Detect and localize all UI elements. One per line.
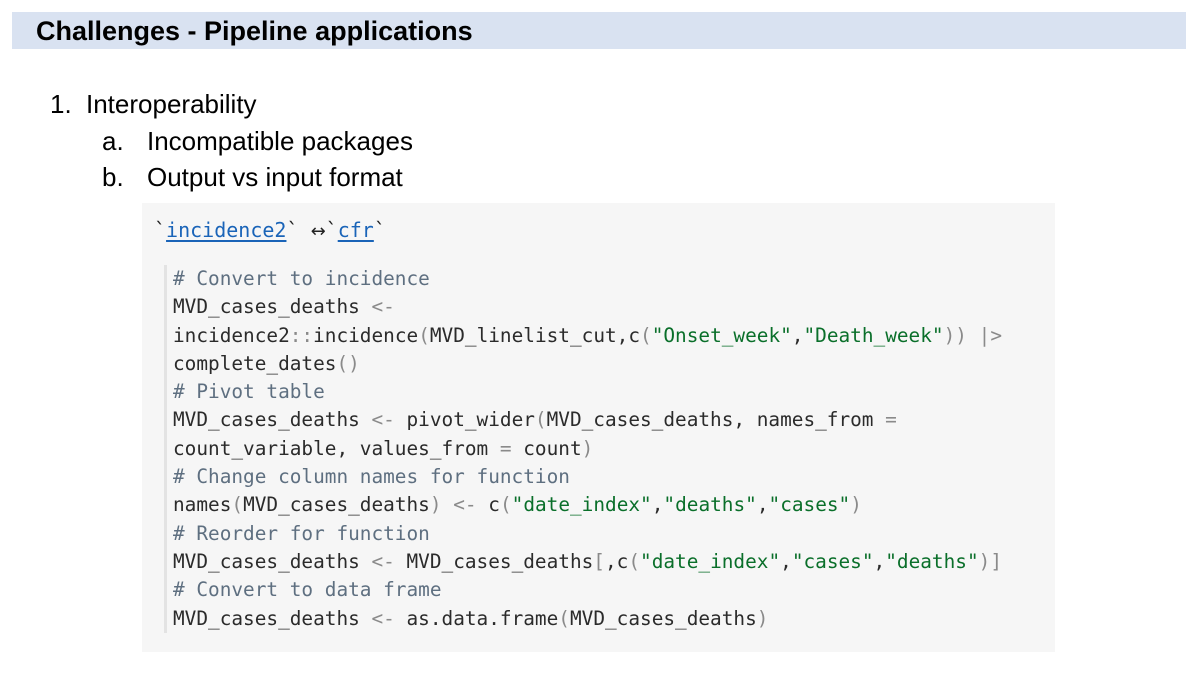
- code-line: # Convert to data frame: [173, 578, 442, 602]
- outline-marker-1: 1.: [50, 89, 72, 119]
- code-line: # Pivot table: [173, 380, 325, 404]
- code-line: MVD_cases_deaths <- as.data.frame(MVD_ca…: [173, 606, 769, 630]
- code-line: complete_dates(): [173, 351, 360, 375]
- code-line: MVD_cases_deaths <- pivot_wider(MVD_case…: [173, 408, 897, 432]
- code-line: # Change column names for function: [173, 465, 570, 489]
- code-line: MVD_cases_deaths <-: [173, 295, 395, 319]
- backtick-close-to: `: [373, 218, 386, 242]
- incidence2-link[interactable]: incidence2: [166, 218, 287, 242]
- outline-marker-b: b.: [102, 162, 124, 192]
- backtick-open-from: `: [154, 218, 167, 242]
- code-line: # Convert to incidence: [173, 267, 430, 290]
- outline-marker-a: a.: [102, 126, 124, 156]
- cfr-link[interactable]: cfr: [337, 218, 374, 242]
- outline-item-incompatible-packages: Incompatible packages: [147, 126, 413, 156]
- outline-item-interoperability: Interoperability: [86, 89, 257, 119]
- code-line: count_variable, values_from = count): [173, 436, 594, 460]
- code-line: MVD_cases_deaths <- MVD_cases_deaths[,c(…: [173, 549, 1003, 573]
- backtick-close-from: `: [286, 218, 299, 242]
- code-line: # Reorder for function: [173, 521, 430, 545]
- bidirectional-arrow-icon: ↔: [310, 221, 326, 242]
- slide-title: Challenges - Pipeline applications: [36, 16, 473, 46]
- package-interop-line: `incidence2` ↔`cfr`: [154, 215, 386, 247]
- code-panel: `incidence2` ↔`cfr` # Convert to inciden…: [142, 203, 1055, 652]
- code-line: incidence2::incidence(MVD_linelist_cut,c…: [173, 323, 1002, 347]
- backtick-open-to: `: [325, 218, 338, 242]
- code-line: names(MVD_cases_deaths) <- c("date_index…: [173, 493, 862, 517]
- title-bar: [12, 12, 1186, 49]
- outline-item-output-vs-input: Output vs input format: [147, 162, 403, 192]
